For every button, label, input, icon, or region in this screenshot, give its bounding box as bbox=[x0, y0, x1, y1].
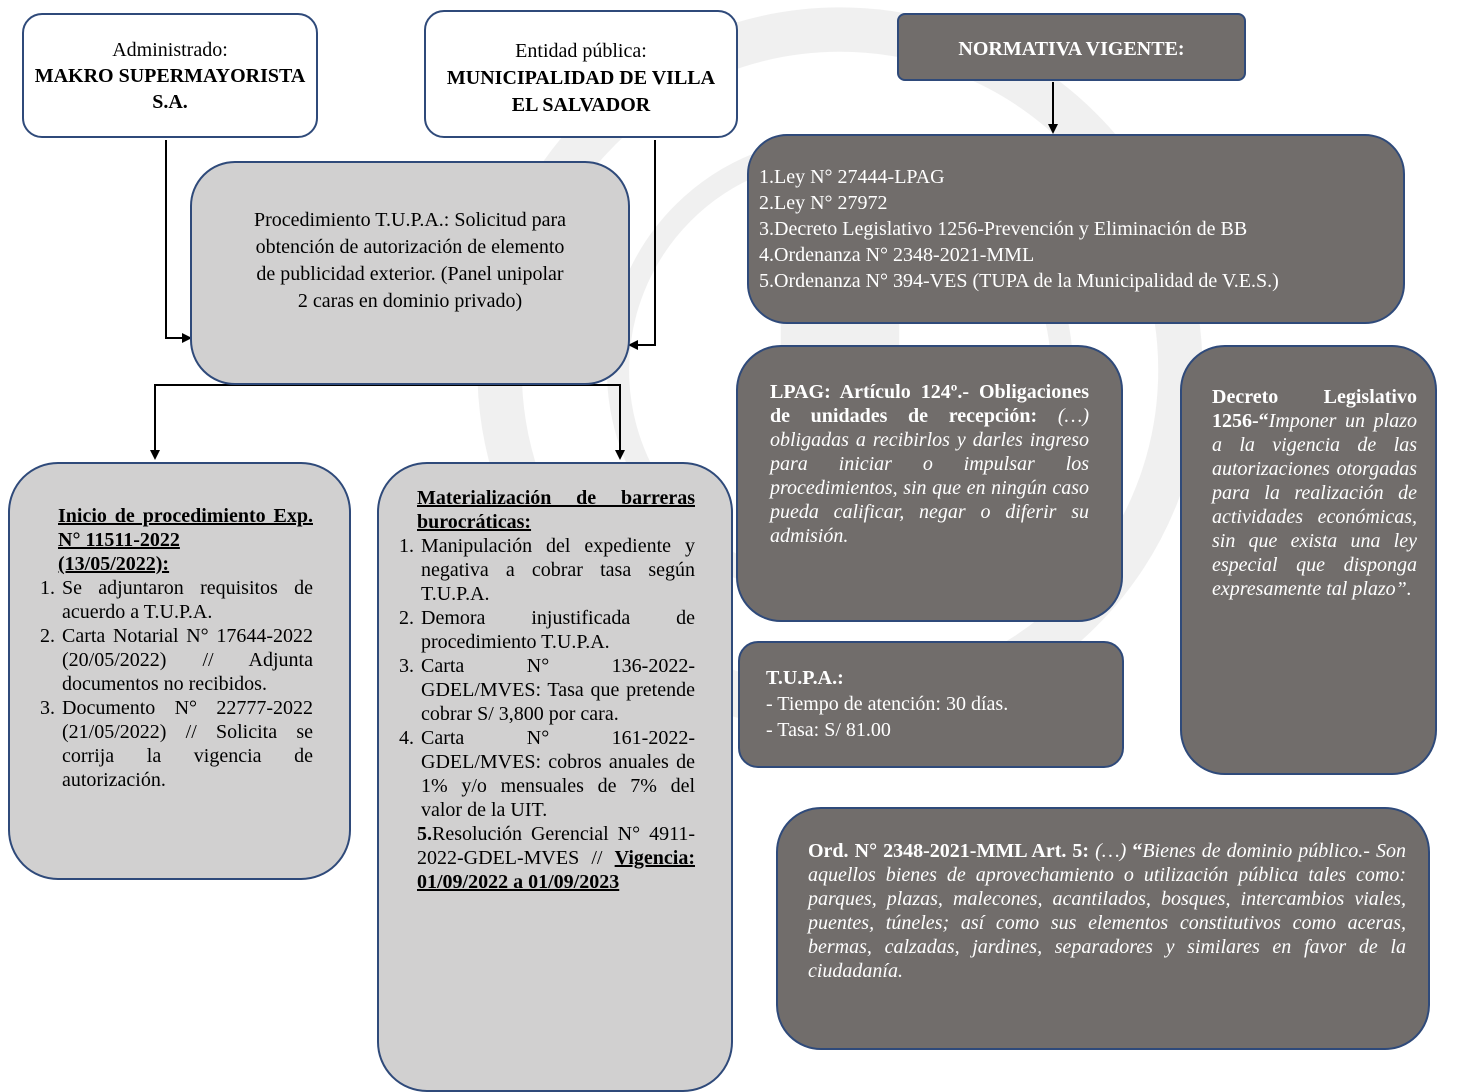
inicio-box: Inicio de procedimiento Exp. N° 11511-20… bbox=[8, 462, 351, 880]
administrado-name: MAKRO SUPERMAYORISTA S.A. bbox=[34, 65, 306, 113]
decreto-heading: Decreto Legislativo 1256-“ bbox=[1212, 386, 1417, 432]
materializacion-title: Materialización de barreras burocráticas… bbox=[417, 487, 695, 533]
decreto-quote: Imponer un plazo a la vigencia de las au… bbox=[1212, 410, 1417, 600]
decreto-box: Decreto Legislativo 1256-“Imponer un pla… bbox=[1180, 345, 1437, 775]
materializacion-box: Materialización de barreras burocráticas… bbox=[377, 462, 733, 1092]
lpag-text: LPAG: Artículo 124º.- Obligaciones de un… bbox=[770, 380, 1089, 548]
ordenanza-ellipsis: (…) bbox=[1089, 840, 1133, 862]
arrow-procedimiento-to-inicio bbox=[154, 384, 621, 455]
procedimiento-box: Procedimiento T.U.P.A.: Solicitud para o… bbox=[190, 161, 630, 385]
normativa-title-box: NORMATIVA VIGENTE: bbox=[897, 13, 1246, 81]
arrow-administrado-to-procedimiento bbox=[165, 140, 192, 343]
normativa-item: 5.Ordenanza N° 394-VES (TUPA de la Munic… bbox=[759, 270, 1279, 292]
normativa-item: 4.Ordenanza N° 2348-2021-MML bbox=[759, 244, 1035, 266]
ordenanza-box: Ord. N° 2348-2021-MML Art. 5: (…) “Biene… bbox=[776, 807, 1430, 1050]
tupa-line-1: - Tiempo de atención: 30 días. bbox=[766, 693, 1009, 715]
arrow-entidad-to-procedimiento bbox=[628, 140, 656, 350]
entidad-box: Entidad pública: MUNICIPALIDAD DE VILLA … bbox=[424, 10, 738, 138]
ordenanza-heading: Ord. N° 2348-2021-MML Art. 5: bbox=[808, 840, 1090, 862]
administrado-label: Administrado: bbox=[112, 39, 228, 61]
normativa-item: 3.Decreto Legislativo 1256-Prevención y … bbox=[759, 218, 1248, 240]
inicio-item: Carta Notarial N° 17644-2022 (20/05/2022… bbox=[60, 624, 313, 696]
procedimiento-text: Procedimiento T.U.P.A.: Solicitud para o… bbox=[253, 209, 566, 312]
tupa-line-2: - Tasa: S/ 81.00 bbox=[766, 719, 891, 741]
inicio-item: Se adjuntaron requisitos de acuerdo a T.… bbox=[60, 576, 313, 624]
administrado-box: Administrado: MAKRO SUPERMAYORISTA S.A. bbox=[22, 13, 318, 138]
tupa-box: T.U.P.A.: - Tiempo de atención: 30 días.… bbox=[738, 641, 1124, 768]
item5-num: 5. bbox=[417, 823, 432, 845]
lpag-box: LPAG: Artículo 124º.- Obligaciones de un… bbox=[736, 345, 1123, 622]
materializacion-item-5: 5.Resolución Gerencial N° 4911-2022-GDEL… bbox=[397, 822, 695, 894]
materializacion-item: Demora injustificada de procedimiento T.… bbox=[419, 606, 695, 654]
entidad-label: Entidad pública: bbox=[515, 40, 647, 62]
decreto-text: Decreto Legislativo 1256-“Imponer un pla… bbox=[1212, 385, 1417, 601]
item5-text: Resolución Gerencial N° 4911-2022-GDEL-M… bbox=[417, 823, 695, 869]
materializacion-item: Carta N° 136-2022-GDEL/MVES: Tasa que pr… bbox=[419, 654, 695, 726]
normativa-list-box: 1.Ley N° 27444-LPAG 2.Ley N° 27972 3.Dec… bbox=[747, 134, 1405, 324]
ordenanza-quote-mark: “ bbox=[1132, 840, 1143, 862]
lpag-quote: (…) obligadas a recibirlos y darles ingr… bbox=[770, 405, 1089, 547]
inicio-title: Inicio de procedimiento Exp. N° 11511-20… bbox=[58, 505, 313, 551]
normativa-title: NORMATIVA VIGENTE: bbox=[958, 38, 1185, 60]
ordenanza-quote: Bienes de dominio público.- Son aquellos… bbox=[808, 840, 1406, 982]
materializacion-item: Manipulación del expediente y negativa a… bbox=[419, 534, 695, 606]
normativa-item: 2.Ley N° 27972 bbox=[759, 192, 888, 214]
materializacion-item: Carta N° 161-2022-GDEL/MVES: cobros anua… bbox=[419, 726, 695, 822]
entidad-name: MUNICIPALIDAD DE VILLA EL SALVADOR bbox=[446, 67, 716, 116]
lpag-heading: LPAG: Artículo 124º.- Obligaciones de un… bbox=[770, 381, 1089, 427]
normativa-item: 1.Ley N° 27444-LPAG bbox=[759, 166, 945, 188]
tupa-title: T.U.P.A.: bbox=[766, 667, 844, 689]
item5-vigencia: Vigencia: 01/09/2022 a 01/09/2023 bbox=[417, 847, 695, 893]
ordenanza-text: Ord. N° 2348-2021-MML Art. 5: (…) “Biene… bbox=[808, 839, 1406, 983]
inicio-item: Documento N° 22777-2022 (21/05/2022) // … bbox=[60, 696, 313, 792]
inicio-date: (13/05/2022): bbox=[58, 553, 170, 575]
